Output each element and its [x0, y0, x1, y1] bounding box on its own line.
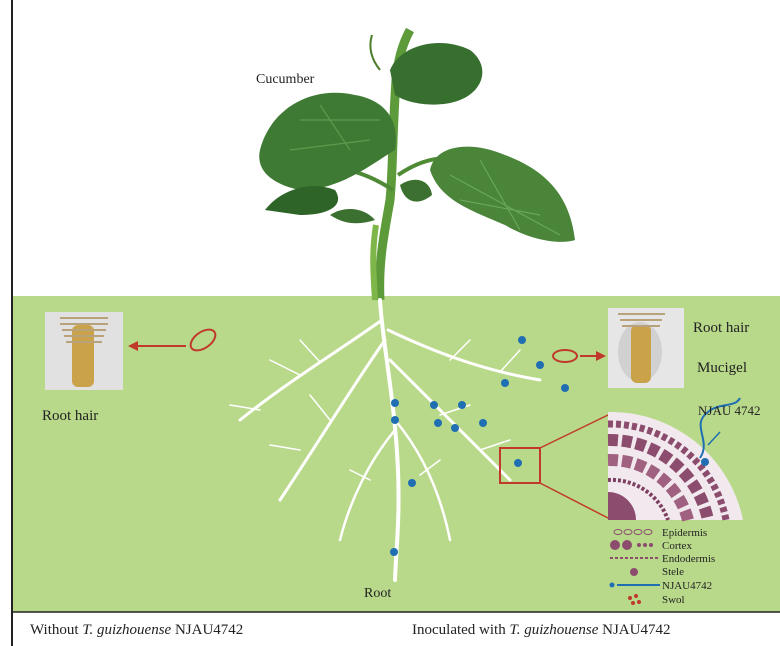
fungal-colony — [458, 401, 466, 409]
leaf-upper-left — [259, 93, 396, 190]
root-hair-label-left: Root hair — [42, 408, 98, 425]
fungal-colony — [518, 336, 526, 344]
legend-label-hypha: NJAU4742 — [662, 580, 712, 592]
fungal-colony — [390, 548, 398, 556]
fungal-colony — [479, 419, 487, 427]
mucigel-label: Mucigel — [697, 360, 747, 377]
legend-label-stele: Stele — [662, 566, 684, 578]
root-tip-right — [631, 325, 651, 383]
caption-right-prefix: Inoculated with — [412, 622, 509, 638]
fungal-colony — [434, 419, 442, 427]
fungal-colony — [514, 459, 522, 467]
fungal-colony — [391, 399, 399, 407]
fungal-colony — [391, 416, 399, 424]
caption-left-suffix: NJAU4742 — [171, 622, 243, 638]
legend-label-cortex: Cortex — [662, 540, 692, 552]
plant-lower-stem — [373, 225, 376, 300]
strain-label: NJAU 4742 — [698, 405, 760, 417]
leaf-right — [430, 147, 575, 242]
caption-right: Inoculated with T. guizhouense NJAU4742 — [412, 622, 670, 639]
fungal-colony — [430, 401, 438, 409]
fungal-colony — [501, 379, 509, 387]
plant-label: Cucumber — [256, 72, 314, 88]
leaf-bud-right — [400, 180, 432, 202]
stele-symbol — [630, 568, 638, 576]
root-tip-left — [72, 325, 94, 387]
tendril — [370, 35, 380, 70]
root-hair-inset-left — [45, 312, 123, 390]
caption-left-prefix: Without — [30, 622, 82, 638]
fungal-colony — [451, 424, 459, 432]
legend-label-swol: Swol — [662, 594, 685, 606]
fungal-colony — [408, 479, 416, 487]
fungal-colony — [561, 384, 569, 392]
root-hair-label-right: Root hair — [693, 320, 749, 337]
leaf-lower-left — [265, 186, 338, 215]
legend-label-endodermis: Endodermis — [662, 553, 715, 565]
leaf-bud-left — [330, 209, 375, 223]
root-label: Root — [364, 586, 391, 602]
caption-right-suffix: NJAU4742 — [598, 622, 670, 638]
root-hair-inset-right — [608, 308, 684, 388]
fungal-spore — [701, 458, 709, 466]
legend-label-epidermis: Epidermis — [662, 527, 707, 539]
fungal-colony — [536, 361, 544, 369]
caption-left-species: T. guizhouense — [82, 622, 171, 638]
cucumber-plant — [259, 30, 575, 300]
caption-right-species: T. guizhouense — [509, 622, 598, 638]
caption-left: Without T. guizhouense NJAU4742 — [30, 622, 243, 639]
